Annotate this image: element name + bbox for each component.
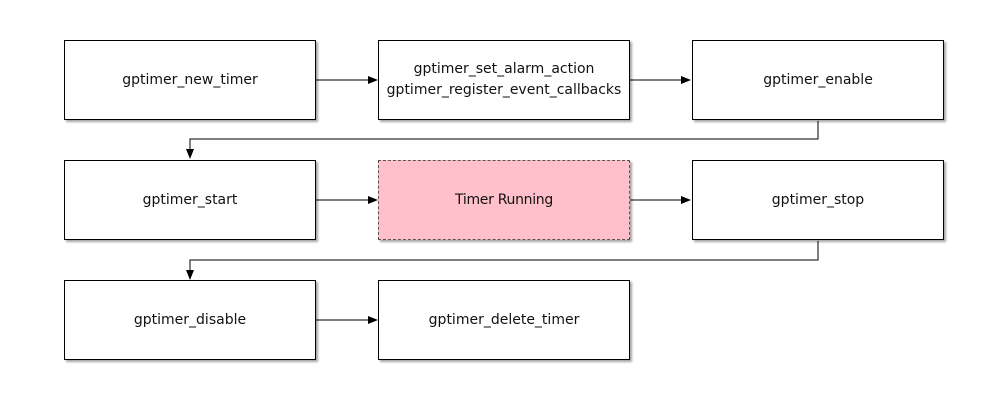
node-gptimer-start: gptimer_start [64,160,316,240]
edge-stop-to-disable [186,241,819,280]
node-gptimer-stop: gptimer_stop [692,160,944,240]
node-label: gptimer_new_timer [122,71,258,88]
node-label: gptimer_delete_timer [428,311,580,328]
node-label: gptimer_disable [133,311,247,328]
node-label: gptimer_register_event_callbacks [386,82,622,98]
node-label: gptimer_start [142,191,238,208]
node-gptimer-enable: gptimer_enable [692,40,944,120]
node-label: gptimer_set_alarm_action [413,61,595,77]
node-alarm-and-callbacks: gptimer_set_alarm_action gptimer_registe… [378,40,630,120]
node-timer-running: Timer Running [378,160,630,240]
node-label: gptimer_stop [771,191,865,208]
node-label: gptimer_enable [763,71,873,88]
edge-enable-to-start [186,121,819,159]
node-gptimer-new-timer: gptimer_new_timer [64,40,316,120]
node-label: Timer Running [455,191,553,208]
node-gptimer-disable: gptimer_disable [64,280,316,360]
node-gptimer-delete-timer: gptimer_delete_timer [378,280,630,360]
